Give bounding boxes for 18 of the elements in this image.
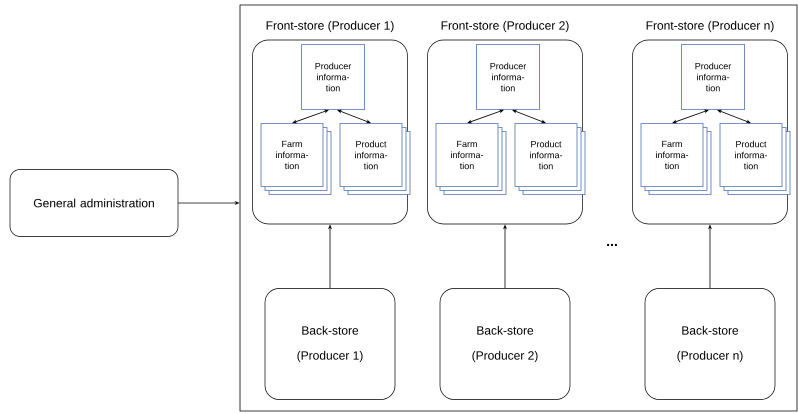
document-stack: Farm informa- tion <box>260 123 332 195</box>
info-box: Producer informa- tion <box>301 44 365 110</box>
document-stack: Product informa- tion <box>340 123 410 195</box>
node-label: Front-store (Producer 2) <box>442 20 569 32</box>
document-stack: Product informa- tion <box>720 123 790 195</box>
info-box: Producer informa- tion <box>476 44 540 110</box>
store-box: Back-store (Producer n) <box>644 288 776 400</box>
info-box: Producer informa- tion <box>681 44 745 110</box>
document-stack: Farm informa- tion <box>640 123 712 195</box>
node-label: Front-store (Producer n) <box>646 20 774 32</box>
node-label: Front-store (Producer 1) <box>266 20 394 32</box>
process-box: General administration <box>10 169 178 237</box>
document-stack: Farm informa- tion <box>436 123 506 195</box>
document-stack: Product informa- tion <box>514 123 586 195</box>
container-box <box>240 4 798 412</box>
ellipsis-label: ... <box>607 244 617 246</box>
store-box: Back-store (Producer 1) <box>264 288 396 400</box>
store-box: Back-store (Producer 2) <box>440 288 570 400</box>
